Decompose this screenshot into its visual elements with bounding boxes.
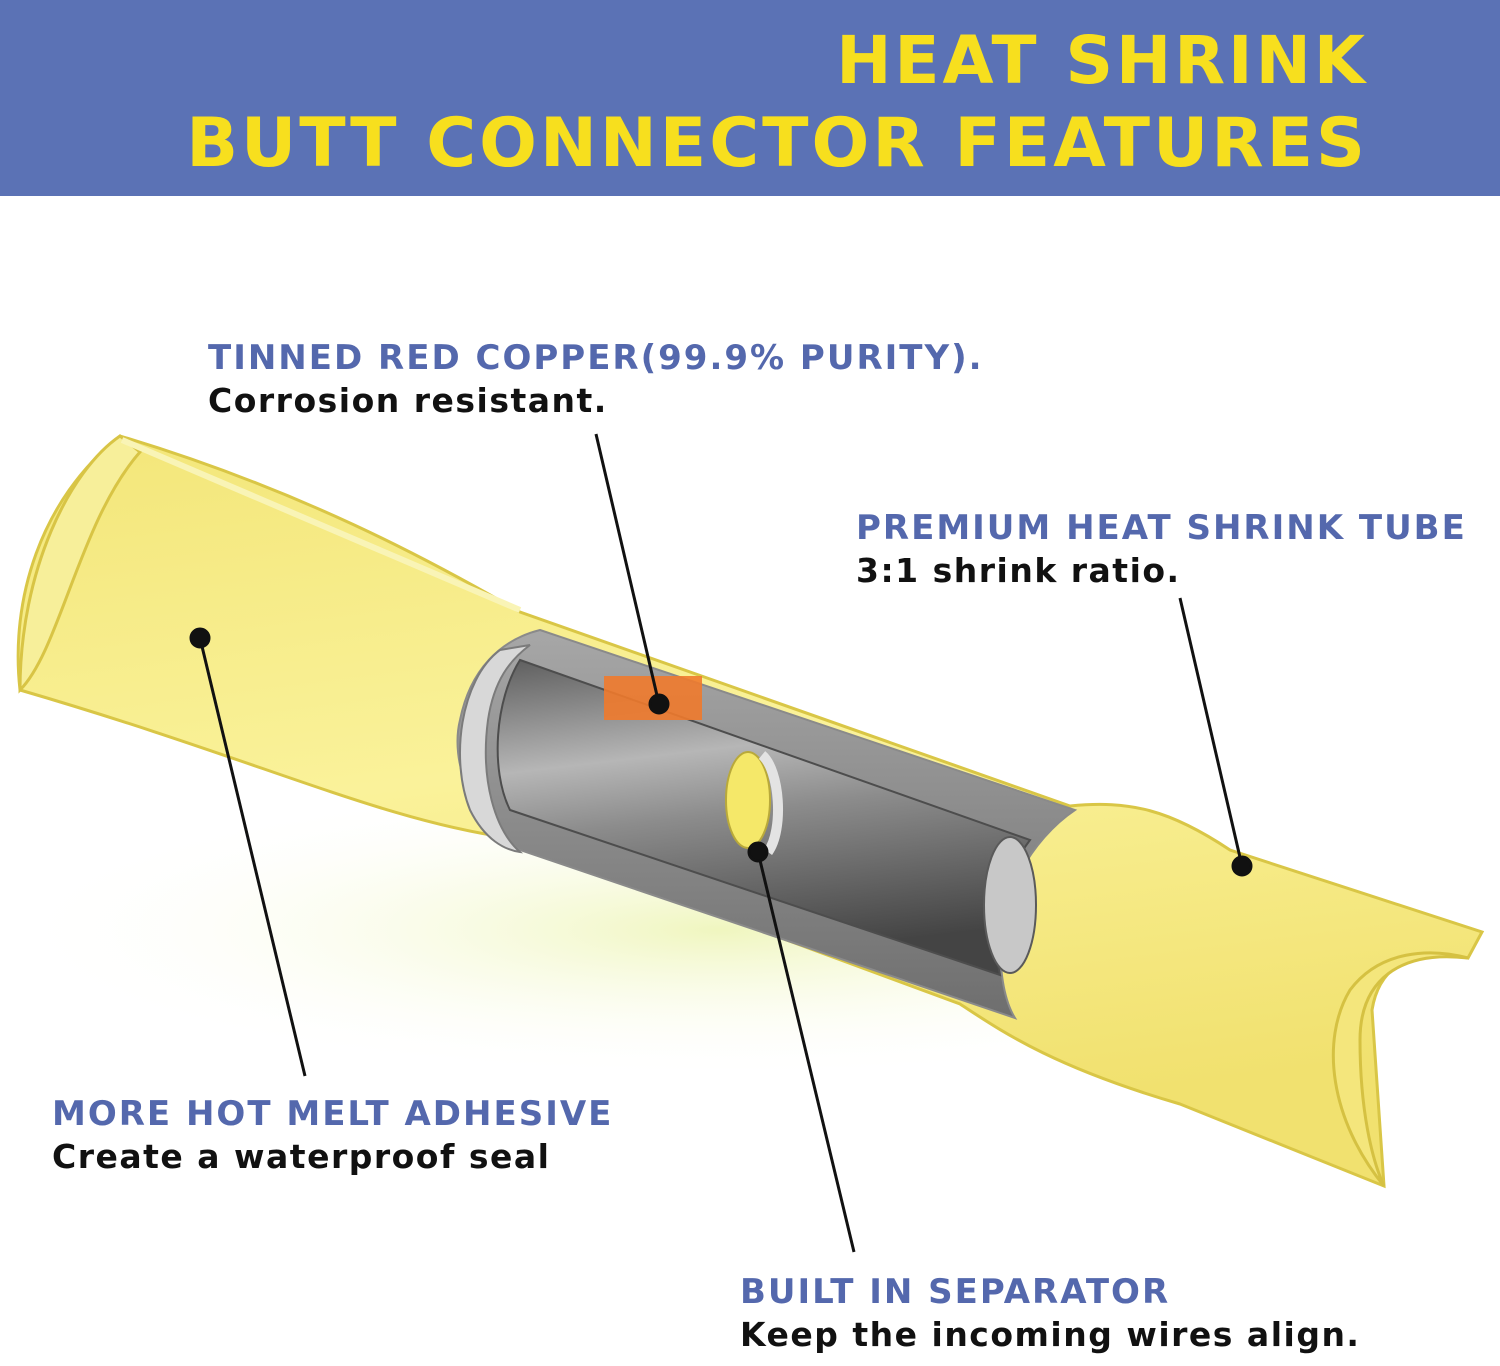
separator-ring bbox=[758, 751, 783, 855]
title-line-1: HEAT SHRINK bbox=[836, 22, 1368, 99]
callout-tube: PREMIUM HEAT SHRINK TUBE 3:1 shrink rati… bbox=[856, 506, 1467, 593]
callout-copper-subtext: Corrosion resistant. bbox=[208, 381, 608, 421]
right-tube-opening bbox=[1331, 951, 1469, 1187]
callout-separator-subtext: Keep the incoming wires align. bbox=[740, 1315, 1361, 1355]
left-tube-opening bbox=[18, 434, 143, 694]
callout-adhesive-heading: MORE HOT MELT ADHESIVE bbox=[52, 1094, 614, 1134]
butt-connector-illustration bbox=[0, 433, 1485, 1253]
copper-leader-line bbox=[594, 433, 661, 705]
callout-copper: TINNED RED COPPER(99.9% PURITY). Corrosi… bbox=[208, 336, 984, 423]
separator-disc bbox=[725, 751, 771, 849]
callout-copper-heading: TINNED RED COPPER(99.9% PURITY). bbox=[208, 338, 984, 378]
separator-leader-dot bbox=[747, 841, 769, 863]
header-banner bbox=[0, 0, 1500, 196]
callout-tube-heading: PREMIUM HEAT SHRINK TUBE bbox=[856, 508, 1467, 548]
title-line-2: BUTT CONNECTOR FEATURES bbox=[186, 104, 1368, 183]
adhesive-leader-dot bbox=[189, 627, 211, 649]
barrel-end bbox=[983, 836, 1037, 974]
callout-separator-heading: BUILT IN SEPARATOR bbox=[740, 1272, 1171, 1312]
callout-separator: BUILT IN SEPARATOR Keep the incoming wir… bbox=[740, 1270, 1360, 1357]
tube-rim-highlight bbox=[120, 437, 522, 613]
callout-adhesive: MORE HOT MELT ADHESIVE Create a waterpro… bbox=[52, 1092, 613, 1179]
left-sleeve-ring bbox=[459, 644, 531, 854]
copper-leader-dot bbox=[648, 693, 670, 715]
separator-leader-line bbox=[756, 851, 856, 1253]
tube-leader-line bbox=[1178, 597, 1244, 867]
callout-tube-subtext: 3:1 shrink ratio. bbox=[856, 551, 1181, 591]
tube-leader-dot bbox=[1231, 855, 1253, 877]
callout-adhesive-subtext: Create a waterproof seal bbox=[52, 1137, 551, 1177]
adhesive-leader-line bbox=[198, 637, 307, 1077]
